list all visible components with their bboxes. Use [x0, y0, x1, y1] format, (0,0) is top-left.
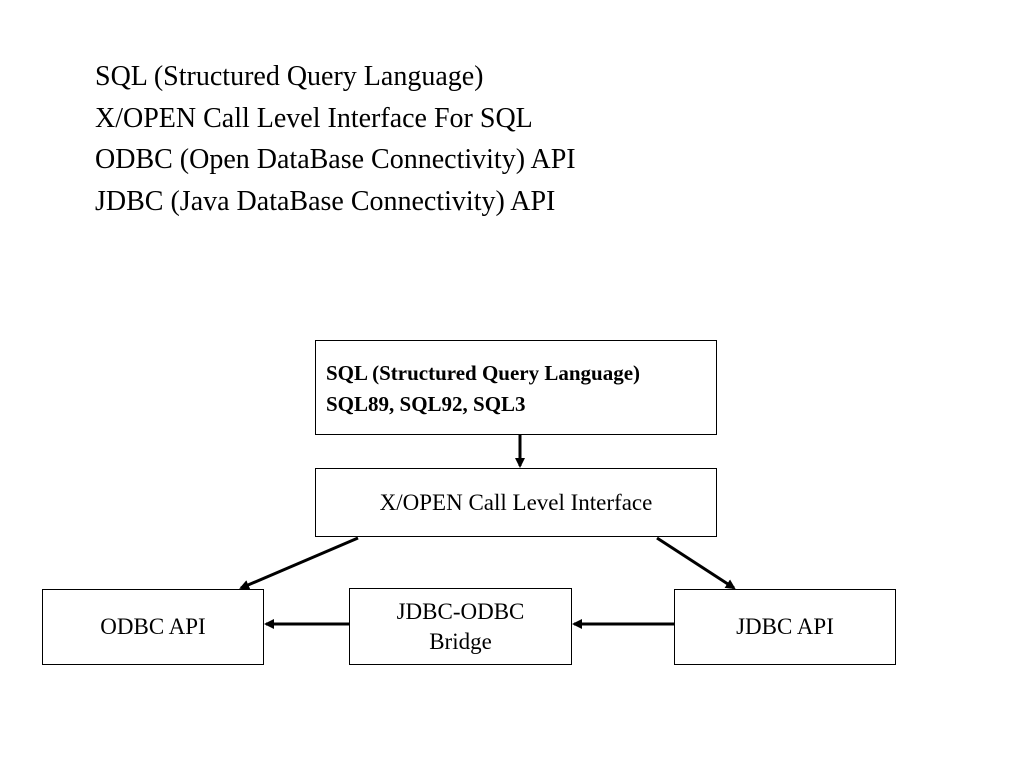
sql-box-versions: SQL89, SQL92, SQL3 — [326, 392, 526, 416]
intro-list: SQL (Structured Query Language) X/OPEN C… — [95, 56, 576, 222]
odbc-box: ODBC API — [42, 589, 264, 665]
intro-item-odbc: ODBC (Open DataBase Connectivity) API — [95, 144, 576, 175]
cli-box: X/OPEN Call Level Interface — [315, 468, 717, 537]
intro-item-sql: SQL (Structured Query Language) — [95, 61, 484, 92]
bridge-box: JDBC-ODBC Bridge — [349, 588, 572, 665]
arrow-cli-to-jdbc — [656, 536, 736, 590]
cli-box-label: X/OPEN Call Level Interface — [379, 489, 653, 515]
intro-item-xopen: X/OPEN Call Level Interface For SQL — [95, 102, 533, 134]
intro-item-jdbc: JDBC (Java DataBase Connectivity) API — [95, 185, 556, 217]
bridge-box-line2: Bridge — [429, 628, 492, 654]
sql-box: SQL (Structured Query Language) SQL89, S… — [315, 340, 717, 435]
sql-box-title: SQL (Structured Query Language) — [326, 361, 641, 385]
jdbc-box-label: JDBC API — [736, 614, 834, 639]
jdbc-box: JDBC API — [674, 589, 896, 665]
bridge-box-line1: JDBC-ODBC — [396, 598, 525, 624]
arrow-cli-to-odbc — [239, 536, 359, 590]
odbc-box-label: ODBC API — [100, 614, 206, 639]
